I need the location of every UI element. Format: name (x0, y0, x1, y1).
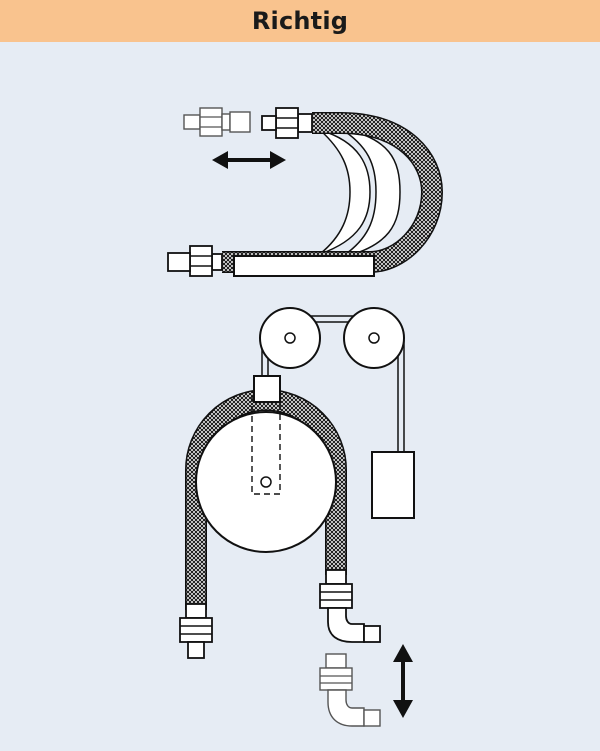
left-pulley (259, 307, 321, 369)
double-arrow-vertical-icon (393, 644, 413, 718)
drum-right-fitting (319, 569, 381, 643)
drum-axle (260, 476, 272, 488)
counterweight (371, 451, 415, 519)
drum-pulley-assembly (179, 307, 415, 727)
upper-fitting (261, 107, 313, 139)
right-pulley (343, 307, 405, 369)
drum-right-fitting-moved (319, 653, 381, 727)
counterpart-fitting (183, 107, 251, 137)
title-bar: Richtig (0, 0, 600, 42)
double-arrow-horizontal-icon (212, 151, 286, 169)
support-plate (233, 255, 375, 277)
page-title: Richtig (251, 7, 349, 35)
drum-left-fitting (179, 603, 213, 659)
lower-fitting (167, 245, 223, 277)
drum-hanger-block (253, 375, 281, 403)
u-hose-assembly (167, 107, 444, 277)
hose-inner-crescent-2 (319, 129, 371, 255)
u-hose-braid (222, 113, 442, 272)
